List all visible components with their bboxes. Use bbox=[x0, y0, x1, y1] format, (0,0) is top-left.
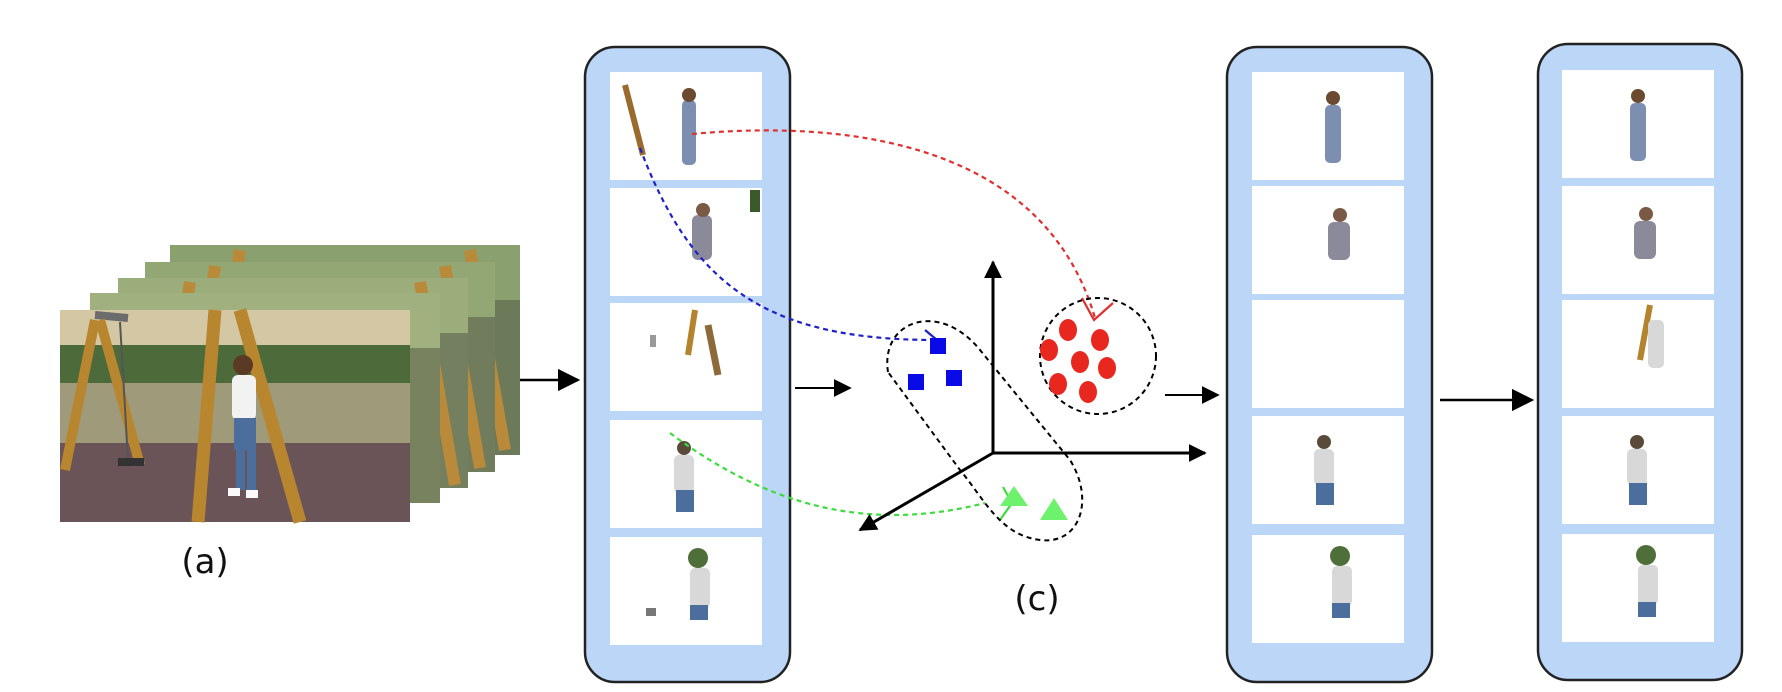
refined-tile-5 bbox=[1562, 534, 1714, 642]
axis-down-left bbox=[858, 451, 994, 532]
label-a: (a) bbox=[181, 542, 228, 582]
refined-tile-2 bbox=[1562, 186, 1714, 294]
refined-tile-4 bbox=[1562, 416, 1714, 524]
track-tile-3 bbox=[1252, 300, 1404, 408]
cluster-blue-green bbox=[886, 320, 1084, 542]
track-tile-5 bbox=[1252, 535, 1404, 643]
mask-tile-5 bbox=[610, 537, 762, 645]
mask-tile-3 bbox=[610, 303, 762, 411]
label-c: (c) bbox=[1014, 579, 1059, 619]
input-frame-stack bbox=[60, 245, 520, 524]
refined-tile-1 bbox=[1562, 70, 1714, 178]
feature-space bbox=[858, 260, 1207, 542]
track-tile-1 bbox=[1252, 72, 1404, 180]
track-tile-2 bbox=[1252, 186, 1404, 294]
link-red-head bbox=[1081, 297, 1114, 322]
mask-tile-2 bbox=[610, 188, 762, 296]
link-red bbox=[691, 129, 1097, 319]
link-blue bbox=[638, 147, 936, 342]
tracks-panel bbox=[1225, 45, 1434, 684]
refined-tile-3 bbox=[1562, 300, 1714, 408]
link-green bbox=[669, 432, 986, 517]
video-frame-front bbox=[60, 308, 410, 524]
girl-on-swing bbox=[228, 355, 258, 498]
track-tile-4 bbox=[1252, 416, 1404, 524]
cluster-red bbox=[1039, 297, 1157, 415]
mask-tile-4 bbox=[610, 420, 762, 528]
mask-tile-1 bbox=[610, 72, 762, 180]
masks-panel bbox=[583, 45, 792, 684]
refined-panel bbox=[1536, 42, 1744, 682]
